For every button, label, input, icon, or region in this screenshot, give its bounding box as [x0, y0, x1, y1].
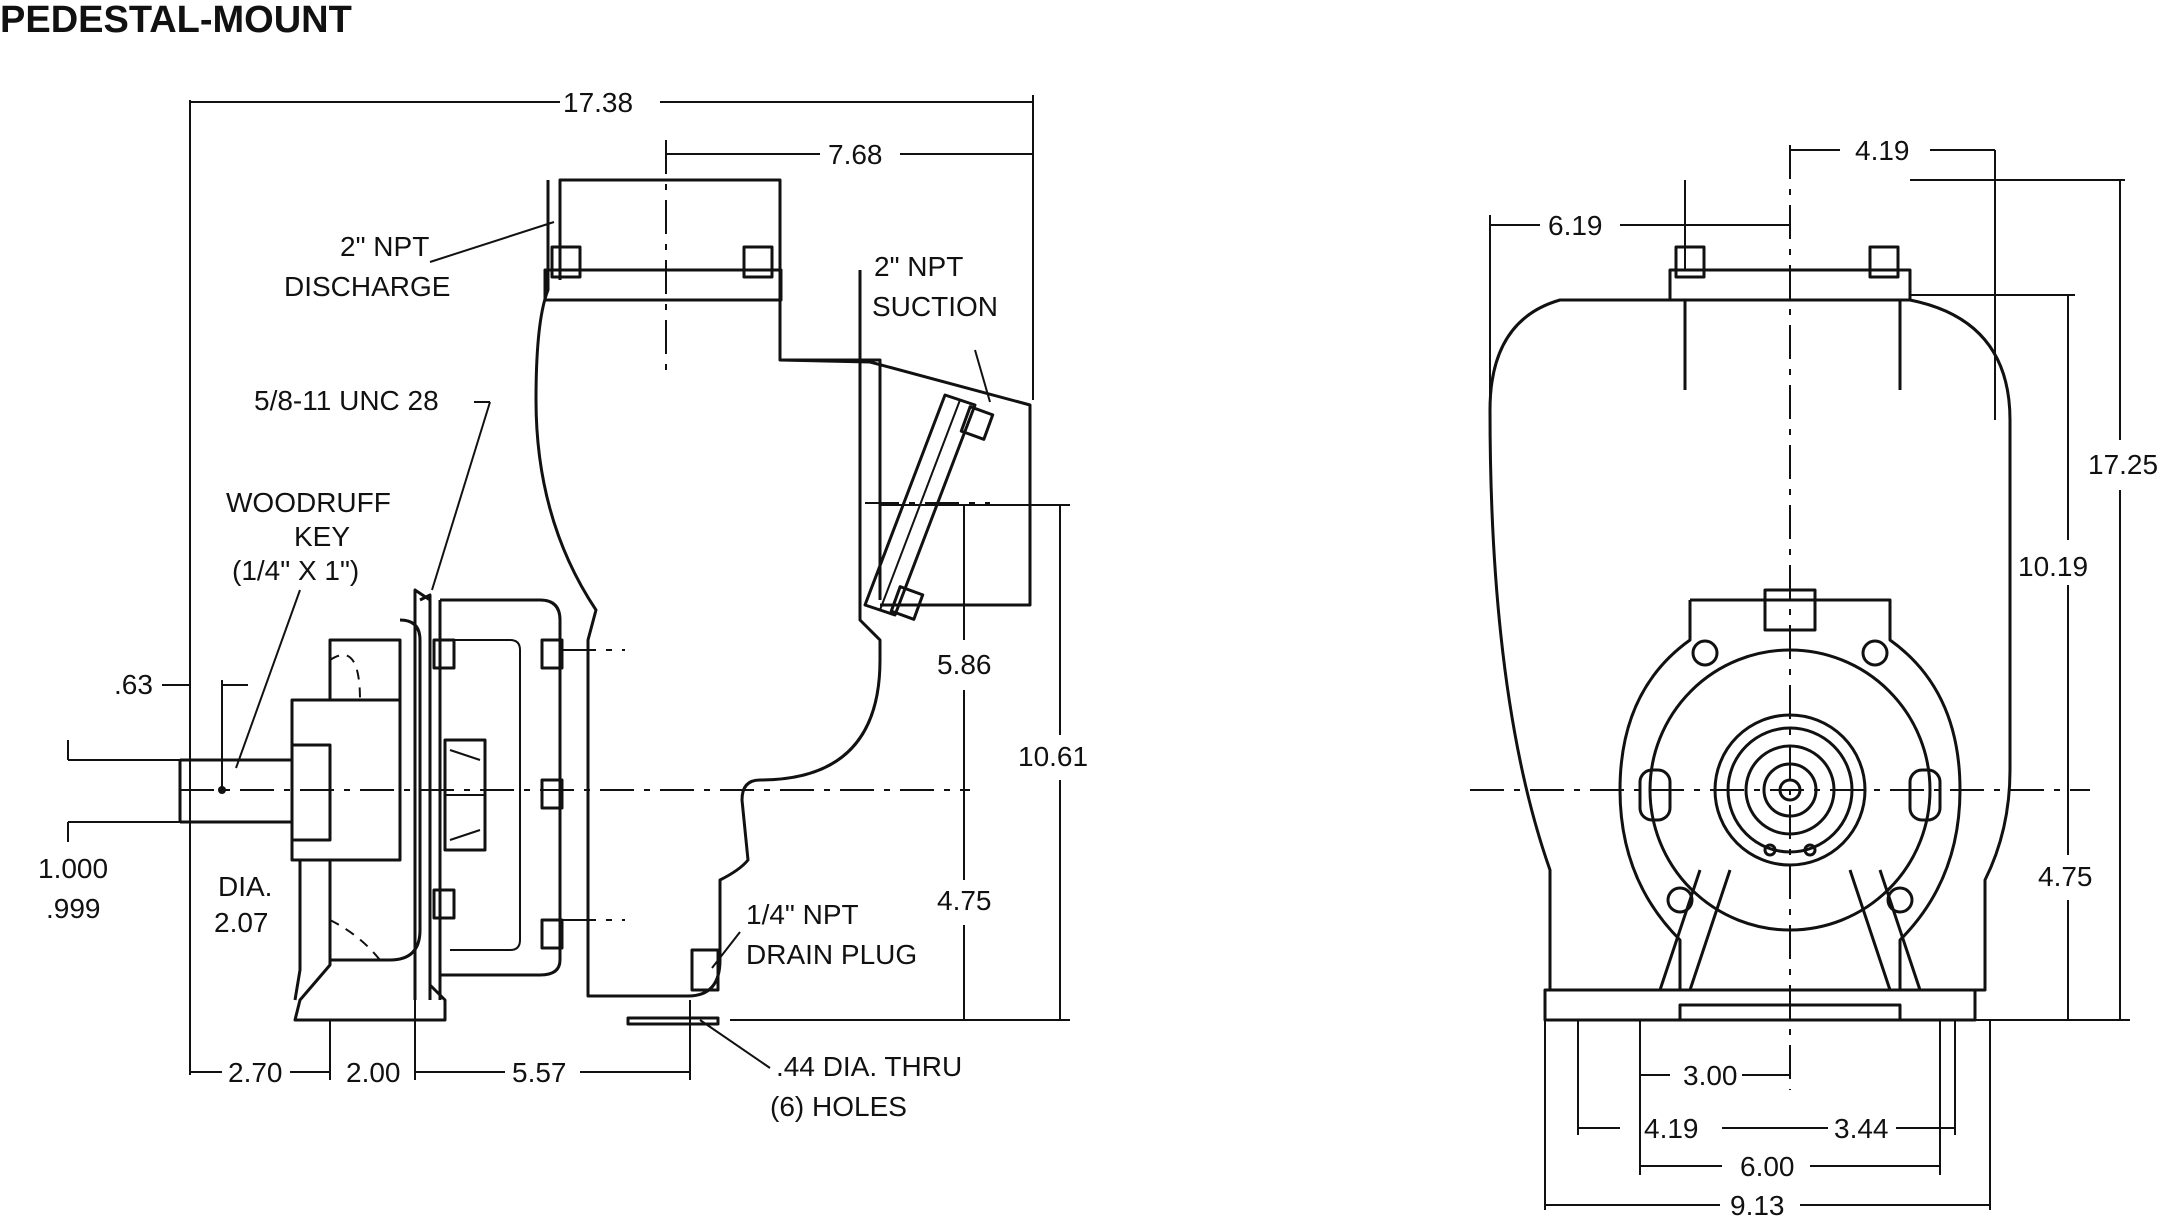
front-dim-base-overall: 9.13: [1730, 1190, 1785, 1221]
front-discharge-bolt-left: [1674, 245, 1706, 279]
discharge-nozzle: [558, 180, 782, 290]
callout-discharge-line1: 2" NPT: [340, 231, 429, 262]
casing-bolt-4: [540, 778, 564, 810]
impeller-detail: [445, 749, 485, 841]
casing-bolt-2: [432, 888, 456, 920]
front-small-hole-1: [1763, 843, 1777, 857]
callout-drain-line2: DRAIN PLUG: [746, 939, 917, 970]
leader-discharge: [429, 221, 555, 263]
drain-plug: [690, 948, 720, 992]
front-dim-base-left: 4.19: [1644, 1113, 1699, 1144]
casing-bolt-5: [540, 918, 564, 950]
leader-bolt: [431, 401, 491, 591]
dim-shaft-dia-top: 1.000: [38, 853, 108, 884]
casing-bolt-3: [540, 638, 564, 670]
callout-key-line1: WOODRUFF: [226, 487, 391, 518]
front-dim-overall-height: 17.25: [2088, 449, 2158, 480]
front-bracket-bolt-4: [1886, 886, 1914, 914]
front-discharge-nozzle: [1683, 300, 1902, 390]
pump-casing-right: [778, 280, 882, 600]
front-bracket-bolt-2: [1861, 639, 1889, 667]
dim-overall-height: 10.61: [1018, 741, 1088, 772]
callout-holes-line1: .44 DIA. THRU: [776, 1051, 962, 1082]
pedestal-housing: [328, 638, 402, 702]
hidden-shaft-bearing: [329, 654, 381, 961]
callout-key-line3: (1/4" X 1"): [232, 555, 359, 586]
leader-suction: [974, 349, 991, 403]
callout-holes-line2: (6) HOLES: [770, 1091, 907, 1122]
dim-dia-label: DIA.: [218, 871, 272, 902]
front-view: 4.19 6.19 17.25 10.19 4.75 3.00: [1470, 135, 2158, 1221]
dim-overall-length: 17.38: [563, 87, 633, 118]
suction-flange: [863, 393, 977, 617]
pedestal-foot: [293, 860, 447, 1022]
shaft-center-mark: [218, 786, 226, 794]
page-title: PEDESTAL-MOUNT: [0, 0, 352, 41]
bearing-housing: [290, 698, 402, 862]
discharge-flange-top: [558, 178, 782, 272]
suction-bolt-bottom: [889, 585, 925, 621]
callout-drain-line1: 1/4" NPT: [746, 899, 859, 930]
dim-shaft-dia-bottom: .999: [46, 893, 101, 924]
discharge-bolt-right: [742, 245, 774, 279]
front-casing-outline: [1488, 298, 2012, 992]
callout-suction-line2: SUCTION: [872, 291, 998, 322]
suction-nozzle-body: [779, 358, 1032, 607]
front-small-hole-2: [1803, 843, 1817, 857]
front-dim-discharge-height: 10.19: [2018, 551, 2088, 582]
pedestal-back: [419, 593, 442, 1000]
front-dim-half-width: 6.19: [1548, 210, 1603, 241]
base-plate: [626, 1016, 720, 1026]
pedestal-adapter: [328, 618, 422, 962]
dim-base-b: 2.00: [346, 1057, 401, 1088]
leader-drain: [711, 931, 741, 969]
front-dim-base-inner: 3.00: [1683, 1060, 1738, 1091]
impeller-inner: [450, 639, 521, 951]
front-discharge-bolt-right: [1868, 245, 1900, 279]
front-bracket-bolt-1: [1691, 639, 1719, 667]
front-leg-left: [1658, 869, 1732, 991]
side-view: 17.38 7.68 2" NPT DISCHARGE 2" NPT SUCTI…: [38, 87, 1088, 1122]
leader-holes: [699, 1019, 771, 1069]
front-lug-left: [1638, 768, 1672, 822]
front-dim-centerline-height: 4.75: [2038, 861, 2093, 892]
discharge-bolt-left: [550, 245, 582, 279]
callout-bolt: 5/8-11 UNC 28: [254, 385, 439, 416]
front-bracket-bolt-3: [1666, 886, 1694, 914]
callout-key-line2: KEY: [294, 521, 350, 552]
dim-suction-height: 5.86: [937, 649, 992, 680]
dim-centerline-height: 4.75: [937, 885, 992, 916]
callout-suction-line1: 2" NPT: [874, 251, 963, 282]
dim-dia-value: 2.07: [214, 907, 269, 938]
dim-base-c: 5.57: [512, 1057, 567, 1088]
shaft-collar: [290, 743, 332, 842]
front-dim-base-bolt: 6.00: [1740, 1151, 1795, 1182]
front-dim-discharge-width: 4.19: [1855, 135, 1910, 166]
callout-discharge-line2: DISCHARGE: [284, 271, 450, 302]
front-leg-right: [1848, 869, 1922, 991]
adapter-plate: [413, 588, 431, 1000]
pedestal-foot-left: [293, 860, 302, 1001]
dim-suction-offset: 7.68: [828, 139, 883, 170]
pump-casing-outline: [534, 180, 882, 998]
front-dim-base-right: 3.44: [1834, 1113, 1889, 1144]
dim-key-offset: .63: [114, 669, 153, 700]
casing-bolt-1: [432, 638, 456, 670]
front-lug-right: [1908, 768, 1942, 822]
dim-base-a: 2.70: [228, 1057, 283, 1088]
suction-bolt-top: [959, 405, 995, 441]
leader-key: [235, 589, 301, 769]
